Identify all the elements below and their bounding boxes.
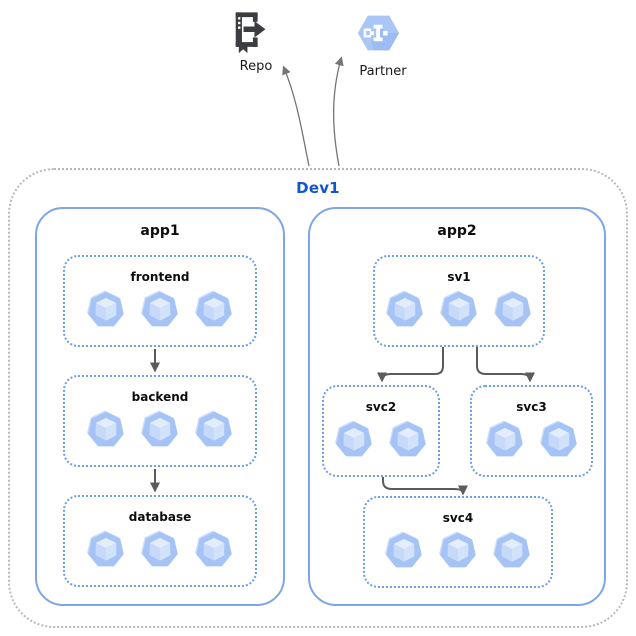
- pod-group-sv1: [375, 290, 543, 330]
- pod-icon: [485, 420, 524, 460]
- repo-label: Repo: [239, 59, 273, 74]
- service-database-label: database: [128, 510, 192, 524]
- app1-box: app1: [35, 207, 285, 606]
- service-svc4: svc4: [363, 496, 553, 588]
- dev1-label: Dev1: [296, 179, 340, 197]
- pod-icon: [87, 290, 125, 330]
- pod-icon: [385, 531, 423, 571]
- pod-icon: [494, 290, 532, 330]
- app1-label: app1: [140, 223, 180, 239]
- service-sv1-label: sv1: [447, 270, 471, 284]
- pod-icon: [389, 420, 427, 460]
- service-svc2: svc2: [322, 385, 440, 477]
- app2-box: app2: [308, 207, 606, 606]
- pod-icon: [335, 420, 373, 460]
- pod-icon: [87, 530, 125, 570]
- pod-icon: [141, 290, 179, 330]
- source-repository-icon: [231, 10, 267, 54]
- pod-group-backend: [65, 410, 255, 450]
- service-frontend-label: frontend: [130, 270, 190, 284]
- service-svc2-label: svc2: [365, 400, 397, 414]
- pod-icon: [539, 420, 578, 460]
- service-database: database: [63, 495, 257, 587]
- pod-group-svc4: [365, 531, 551, 571]
- service-svc3: svc3: [470, 385, 593, 477]
- pod-group-database: [65, 530, 255, 570]
- service-backend: backend: [63, 375, 257, 467]
- pod-icon: [141, 410, 179, 450]
- pod-group-frontend: [65, 290, 255, 330]
- service-sv1: sv1: [373, 255, 545, 347]
- pod-icon: [141, 530, 179, 570]
- pod-icon: [195, 530, 233, 570]
- service-svc3-label: svc3: [516, 400, 547, 414]
- pod-icon: [493, 531, 531, 571]
- pod-icon: [87, 410, 125, 450]
- partner-interconnect-icon: [357, 14, 400, 52]
- service-frontend: frontend: [63, 255, 257, 347]
- pod-group-svc2: [324, 420, 438, 460]
- pod-icon: [439, 531, 477, 571]
- pod-icon: [386, 290, 424, 330]
- dev1-boundary: [8, 168, 628, 628]
- pod-icon: [440, 290, 478, 330]
- service-backend-label: backend: [131, 390, 189, 404]
- app2-label: app2: [437, 223, 477, 239]
- pod-icon: [195, 290, 233, 330]
- pod-icon: [195, 410, 233, 450]
- pod-group-svc3: [472, 420, 591, 460]
- partner-label: Partner: [359, 64, 407, 79]
- edge-dev1-repo: [282, 65, 310, 167]
- service-svc4-label: svc4: [442, 511, 474, 525]
